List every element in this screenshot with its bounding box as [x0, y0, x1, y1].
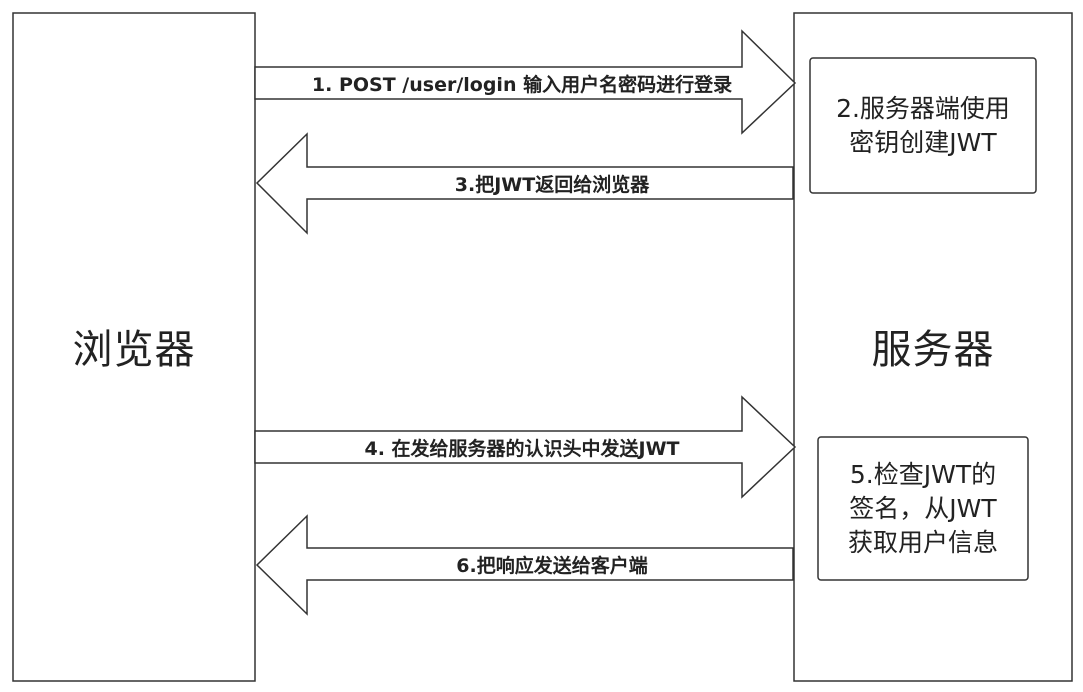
arrow-6-left: [255, 514, 794, 616]
browser-lane: [12, 12, 256, 682]
arrow-1-label: 1. POST /user/login 输入用户名密码进行登录: [311, 73, 733, 96]
arrow-6-label: 6.把响应发送给客户端: [456, 554, 648, 577]
step-5-box: [817, 436, 1029, 581]
arrow-1-right: [254, 29, 797, 135]
step-5-text: 5.检查JWT的 签名，从JWT 获取用户信息: [818, 437, 1028, 580]
step-2-label: 2.服务器端使用 密钥创建JWT: [836, 93, 1010, 157]
browser-title: 浏览器: [72, 327, 196, 373]
arrow-3-left: [255, 132, 794, 235]
server-title: 服务器: [871, 327, 995, 373]
step-5-label: 5.检查JWT的 签名，从JWT 获取用户信息: [847, 459, 998, 557]
arrow-4-right: [254, 395, 797, 499]
step-2-box: [809, 57, 1037, 194]
arrow-3-label: 3.把JWT返回给浏览器: [454, 173, 650, 196]
step-2-text: 2.服务器端使用 密钥创建JWT: [810, 58, 1036, 193]
arrow-4-label: 4. 在发给服务器的认识头中发送JWT: [364, 437, 680, 460]
